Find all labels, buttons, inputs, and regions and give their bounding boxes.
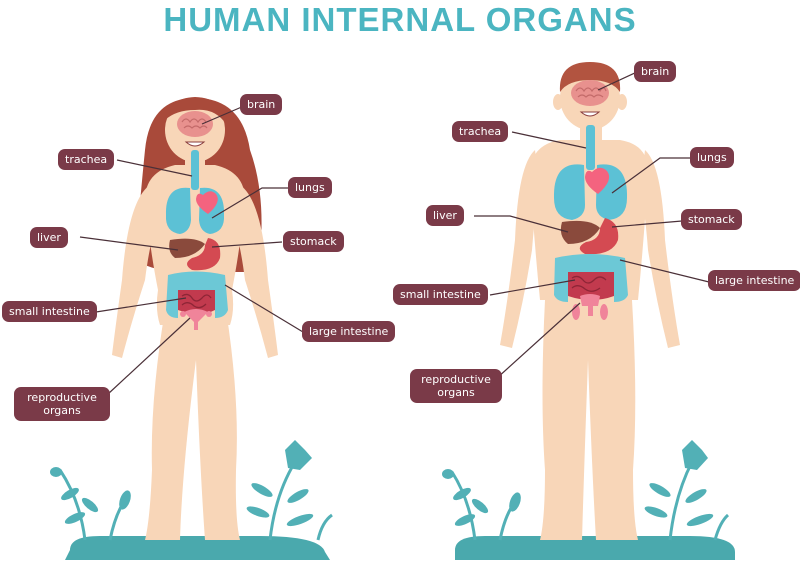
male-hair	[559, 62, 621, 92]
female-lung-left	[165, 187, 191, 234]
plant-left-2-icon	[246, 440, 333, 541]
plant-right-2-icon	[644, 440, 730, 541]
leader-male-trachea	[511, 131, 587, 149]
leader-male-lungs	[611, 157, 692, 194]
page-title: HUMAN INTERNAL ORGANS	[163, 1, 637, 38]
male-reproductive	[580, 294, 600, 306]
male-large-intestine	[554, 254, 628, 302]
female-heart-icon	[196, 191, 218, 214]
male-small-intestine	[568, 272, 614, 300]
male-trachea	[586, 125, 595, 170]
leader-female-large-intestine	[224, 284, 304, 333]
leader-male-large-intestine	[619, 259, 710, 283]
male-lung-left	[553, 164, 585, 220]
male-stomach	[579, 218, 619, 255]
label-male-stomach: stomack	[681, 209, 742, 230]
leader-male-stomach	[611, 220, 683, 228]
label-female-small-intestine: small intestine	[2, 301, 97, 322]
label-female-lungs: lungs	[288, 177, 332, 198]
label-male-liver: liver	[426, 205, 464, 226]
female-legs	[145, 310, 240, 540]
label-female-stomach: stomack	[283, 231, 344, 252]
male-liver	[560, 220, 600, 244]
plant-left-1-icon	[50, 467, 131, 541]
leader-female-small-intestine	[95, 297, 187, 313]
female-right-arm	[232, 185, 278, 358]
leader-male-small-intestine	[489, 279, 576, 296]
ground-right	[455, 536, 735, 560]
female-stomach	[187, 238, 221, 271]
leader-lines	[79, 71, 710, 395]
label-male-trachea: trachea	[452, 121, 509, 142]
female-trachea	[191, 150, 199, 190]
leader-female-liver	[79, 236, 179, 251]
leader-female-reproductive	[107, 317, 191, 395]
leader-male-liver	[474, 215, 569, 233]
male-heart-icon	[585, 167, 610, 194]
male-brain	[571, 80, 609, 106]
leader-female-lungs	[211, 187, 290, 219]
label-female-trachea: trachea	[58, 149, 115, 170]
label-female-liver: liver	[30, 227, 68, 248]
leader-female-stomach	[211, 241, 283, 248]
female-reproductive	[184, 309, 208, 330]
female-small-intestine	[178, 290, 215, 314]
label-female-large-intestine: large intestine	[302, 321, 396, 342]
female-large-intestine	[166, 271, 228, 318]
label-male-small-intestine: small intestine	[393, 284, 488, 305]
female-liver	[169, 238, 205, 258]
leader-female-brain	[201, 105, 245, 125]
label-female-reproductive: reproductive organs	[14, 387, 110, 421]
male-figure	[500, 62, 680, 540]
label-female-brain: brain	[240, 94, 283, 115]
female-figure	[112, 97, 278, 540]
male-legs	[540, 300, 638, 540]
leader-male-reproductive	[496, 302, 581, 379]
label-male-large-intestine: large intestine	[708, 270, 800, 291]
male-left-arm	[500, 150, 540, 348]
leader-male-brain	[597, 71, 638, 91]
label-male-brain: brain	[634, 61, 677, 82]
female-left-arm	[112, 185, 158, 358]
label-male-reproductive: reproductive organs	[410, 369, 502, 403]
label-male-lungs: lungs	[690, 147, 734, 168]
male-right-arm	[640, 150, 680, 348]
leader-female-trachea	[116, 159, 193, 177]
plant-right-1-icon	[442, 469, 521, 541]
female-brain	[177, 111, 213, 137]
ground-left	[65, 536, 330, 560]
